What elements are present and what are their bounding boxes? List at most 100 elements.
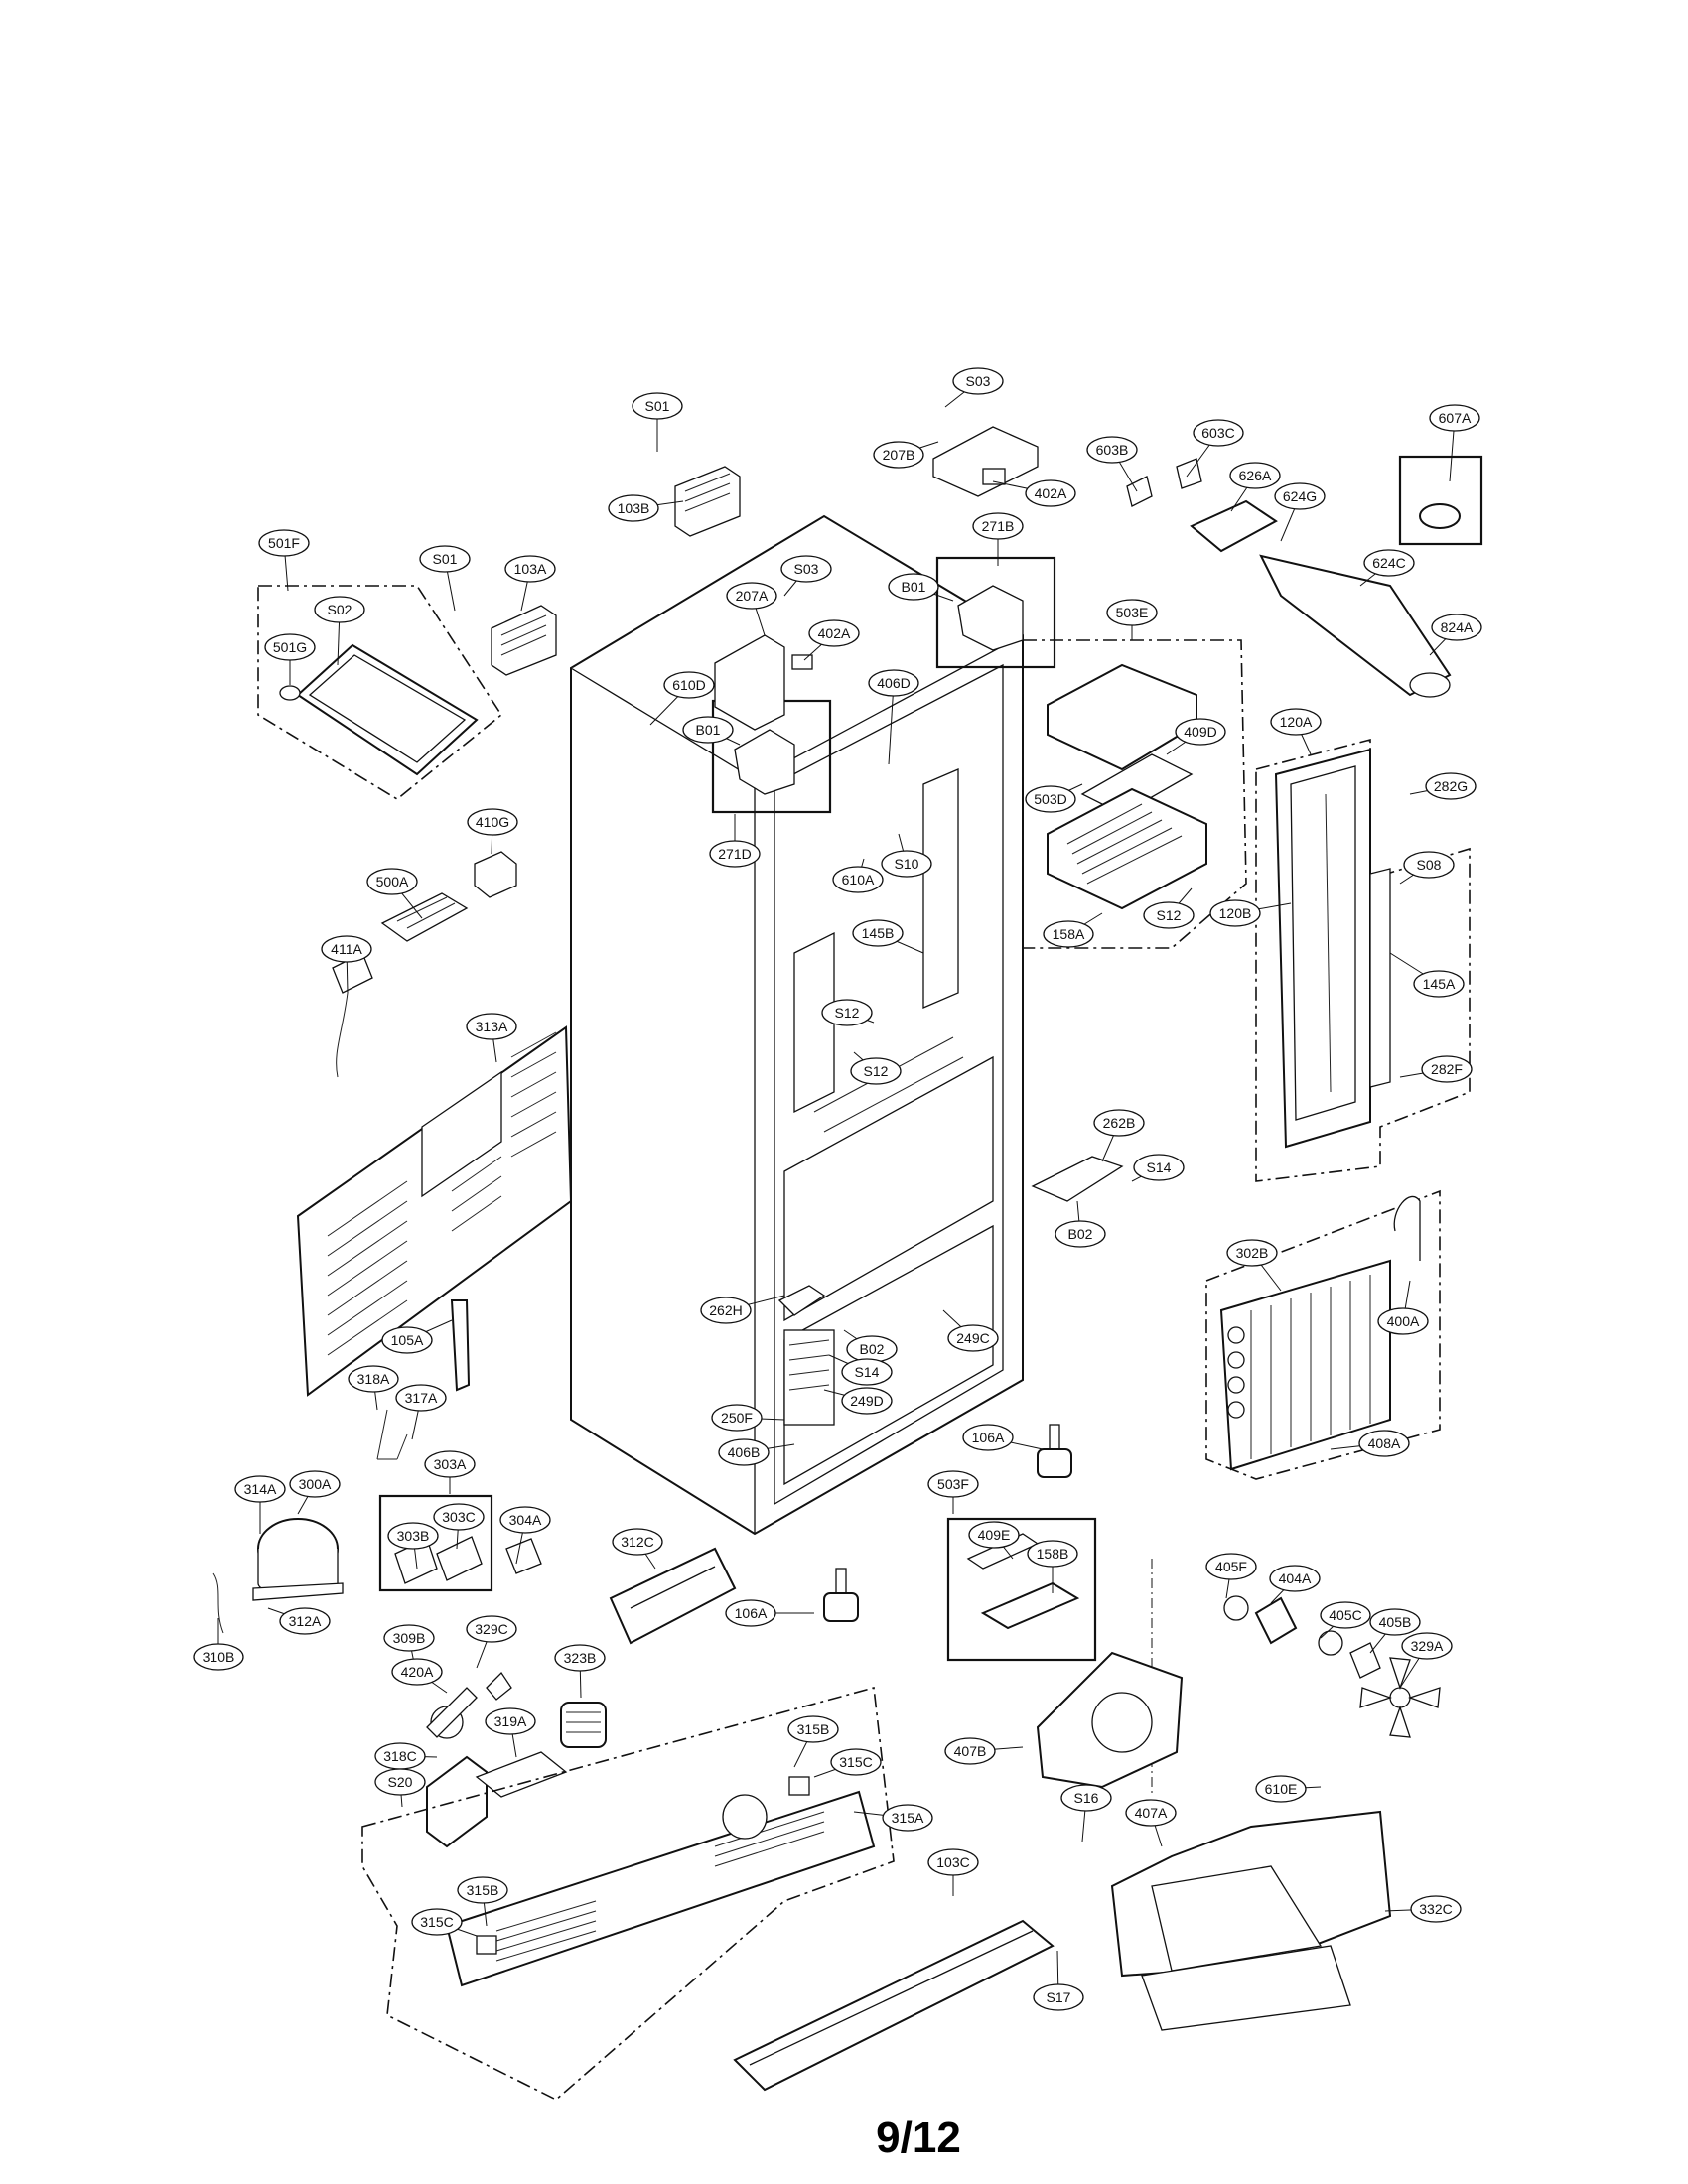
- part-callout: B01: [888, 573, 939, 601]
- part-callout: 315B: [457, 1876, 508, 1904]
- callout-label: 103C: [936, 1854, 969, 1870]
- callout-oval: [1027, 1540, 1078, 1568]
- callout-oval: [466, 1615, 517, 1643]
- callout-label: 407B: [954, 1743, 987, 1759]
- callout-oval: [962, 1424, 1014, 1451]
- part-callout: 318C: [374, 1742, 426, 1770]
- callout-label: 103A: [514, 561, 547, 577]
- part-callout: 303A: [424, 1450, 476, 1478]
- callout-oval: [467, 808, 518, 836]
- part-callout: S12: [1143, 901, 1195, 929]
- part-callout: 249C: [947, 1324, 999, 1352]
- callout-label: 315C: [420, 1914, 453, 1930]
- tubes: [376, 1299, 471, 1460]
- part-callout: 501F: [258, 529, 310, 557]
- callout-label: 314A: [244, 1481, 277, 1497]
- part-callout: S16: [1060, 1784, 1112, 1812]
- callout-label: 332C: [1419, 1901, 1452, 1917]
- part-callout: 402A: [808, 619, 860, 647]
- callout-oval: [632, 392, 683, 420]
- callout-oval: [1193, 419, 1244, 447]
- callout-label: 626A: [1239, 468, 1272, 483]
- callout-label: 603C: [1201, 425, 1234, 441]
- callout-label: S12: [1157, 907, 1182, 923]
- callout-oval: [381, 1326, 433, 1354]
- duct-312c: [609, 1547, 737, 1645]
- callout-label: 318C: [383, 1748, 416, 1764]
- callout-label: 503F: [937, 1476, 969, 1492]
- callout-oval: [1413, 970, 1465, 998]
- part-callout: 400A: [1377, 1307, 1429, 1335]
- callout-oval: [383, 1624, 435, 1652]
- part-callout: 410G: [467, 808, 518, 836]
- part-callout: 145B: [852, 919, 904, 947]
- part-callout: 405B: [1369, 1608, 1421, 1636]
- callout-oval: [927, 1848, 979, 1876]
- callout-label: 420A: [401, 1664, 434, 1680]
- callout-label: 610D: [672, 677, 705, 693]
- callout-oval: [321, 935, 372, 963]
- callout-oval: [852, 919, 904, 947]
- part-callout: 303C: [433, 1503, 485, 1531]
- page-number: 9/12: [876, 2114, 961, 2162]
- callout-oval: [850, 1057, 902, 1085]
- part-callout: S12: [850, 1057, 902, 1085]
- part-callout: 103C: [927, 1848, 979, 1876]
- part-callout: 408A: [1358, 1430, 1410, 1457]
- part-callout: 304A: [499, 1506, 551, 1534]
- part-callout: B02: [846, 1335, 898, 1363]
- callout-oval: [485, 1707, 536, 1735]
- part-callout: 303B: [387, 1522, 439, 1550]
- callout-oval: [725, 1599, 776, 1627]
- callout-oval: [1209, 899, 1261, 927]
- callout-label: 312A: [289, 1613, 322, 1629]
- callout-label: 315B: [467, 1882, 499, 1898]
- callout-label: 500A: [376, 874, 409, 889]
- callout-label: 315B: [797, 1721, 830, 1737]
- callout-oval: [499, 1506, 551, 1534]
- part-callout: 332C: [1410, 1895, 1462, 1923]
- evap-fan: [1223, 1595, 1441, 1738]
- part-callout: 158A: [1043, 920, 1094, 948]
- callout-oval: [888, 573, 939, 601]
- callout-label: 304A: [509, 1512, 542, 1528]
- part-callout: 106A: [962, 1424, 1014, 1451]
- duct-503e: [1022, 639, 1247, 949]
- callout-label: 313A: [476, 1019, 508, 1034]
- callout-oval: [808, 619, 860, 647]
- callout-oval: [1033, 1983, 1084, 2011]
- callout-oval: [1025, 479, 1076, 507]
- callout-label: B01: [696, 722, 721, 738]
- evap-cover-120a: [1255, 738, 1471, 1182]
- callout-oval: [1143, 901, 1195, 929]
- callout-oval: [424, 1450, 476, 1478]
- callout-oval: [944, 1737, 996, 1765]
- callout-label: 158B: [1037, 1546, 1069, 1562]
- leader-line: [888, 682, 895, 765]
- part-callout: 402A: [1025, 479, 1076, 507]
- callout-label: 610E: [1265, 1781, 1298, 1797]
- callout-label: S03: [794, 561, 819, 577]
- callout-label: 323B: [564, 1650, 597, 1666]
- callout-oval: [1086, 436, 1138, 464]
- part-callout: 103B: [608, 494, 659, 522]
- part-callout: 503F: [927, 1470, 979, 1498]
- part-callout: S14: [841, 1358, 893, 1386]
- callout-oval: [1269, 1565, 1321, 1592]
- condenser-fan: [426, 1671, 607, 1748]
- callout-oval: [1274, 482, 1326, 510]
- top-parts: [491, 466, 1006, 676]
- callout-oval: [1270, 708, 1322, 736]
- callout-oval: [821, 999, 873, 1026]
- hinge-boxes: [711, 426, 1056, 814]
- part-callout: B01: [682, 716, 734, 744]
- callout-label: 145A: [1423, 976, 1456, 992]
- callout-label: S01: [645, 398, 670, 414]
- part-callout: 500A: [366, 868, 418, 895]
- cover-501f: [257, 585, 503, 800]
- part-callout: 271D: [709, 840, 761, 868]
- callout-label: 603B: [1096, 442, 1129, 458]
- callout-oval: [391, 1658, 443, 1686]
- part-callout: 302B: [1226, 1239, 1278, 1267]
- callout-oval: [1403, 851, 1455, 879]
